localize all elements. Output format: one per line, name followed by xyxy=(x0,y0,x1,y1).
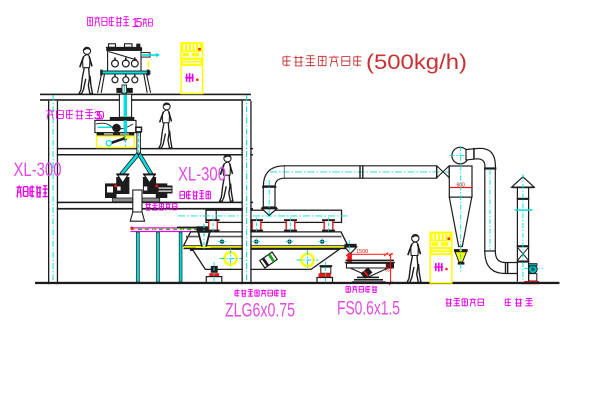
svg-text:ZLG6x0.75: ZLG6x0.75 xyxy=(225,301,295,322)
svg-text:340: 340 xyxy=(386,263,392,272)
svg-text:XL-300: XL-300 xyxy=(178,165,226,186)
svg-text:350: 350 xyxy=(94,111,105,123)
svg-text:1500: 1500 xyxy=(356,249,368,255)
svg-text:FS0.6x1.5: FS0.6x1.5 xyxy=(337,299,400,320)
svg-text:(500kg/h): (500kg/h) xyxy=(366,51,467,74)
svg-text:1.5: 1.5 xyxy=(132,16,143,30)
svg-text:XL-300: XL-300 xyxy=(14,160,62,181)
